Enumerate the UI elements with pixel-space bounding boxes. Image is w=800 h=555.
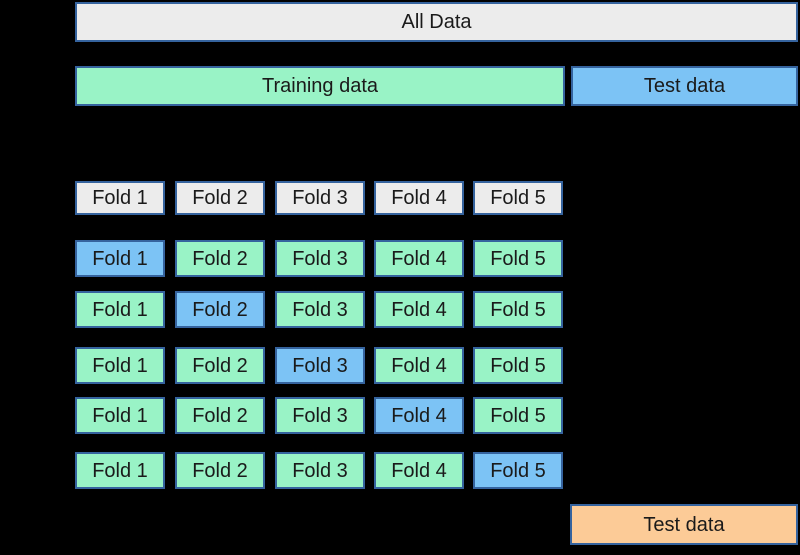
fold-cell-train: Fold 4	[374, 291, 464, 328]
fold-cell-test: Fold 5	[473, 452, 563, 489]
fold-cell-train: Fold 3	[275, 291, 365, 328]
fold-header-cell: Fold 1	[75, 181, 165, 215]
fold-cell-train: Fold 5	[473, 240, 563, 277]
fold-cell-train: Fold 3	[275, 240, 365, 277]
training-data-bar: Training data	[75, 66, 565, 106]
fold-cell-train: Fold 4	[374, 347, 464, 384]
fold-cell-test: Fold 1	[75, 240, 165, 277]
fold-cell-train: Fold 5	[473, 291, 563, 328]
fold-cell-train: Fold 3	[275, 452, 365, 489]
fold-cell-train: Fold 4	[374, 452, 464, 489]
fold-cell-test: Fold 4	[374, 397, 464, 434]
final-test-data-bar: Test data	[570, 504, 798, 545]
fold-header-cell: Fold 3	[275, 181, 365, 215]
fold-cell-train: Fold 2	[175, 452, 265, 489]
fold-header-cell: Fold 5	[473, 181, 563, 215]
fold-cell-test: Fold 2	[175, 291, 265, 328]
fold-cell-train: Fold 2	[175, 347, 265, 384]
all-data-bar: All Data	[75, 2, 798, 42]
fold-cell-train: Fold 1	[75, 452, 165, 489]
fold-cell-train: Fold 2	[175, 397, 265, 434]
fold-cell-train: Fold 1	[75, 397, 165, 434]
fold-cell-train: Fold 4	[374, 240, 464, 277]
fold-cell-train: Fold 1	[75, 291, 165, 328]
fold-cell-train: Fold 3	[275, 397, 365, 434]
fold-header-cell: Fold 2	[175, 181, 265, 215]
fold-cell-train: Fold 5	[473, 397, 563, 434]
fold-header-cell: Fold 4	[374, 181, 464, 215]
test-data-bar: Test data	[571, 66, 798, 106]
fold-cell-train: Fold 5	[473, 347, 563, 384]
fold-cell-train: Fold 1	[75, 347, 165, 384]
fold-cell-train: Fold 2	[175, 240, 265, 277]
fold-cell-test: Fold 3	[275, 347, 365, 384]
